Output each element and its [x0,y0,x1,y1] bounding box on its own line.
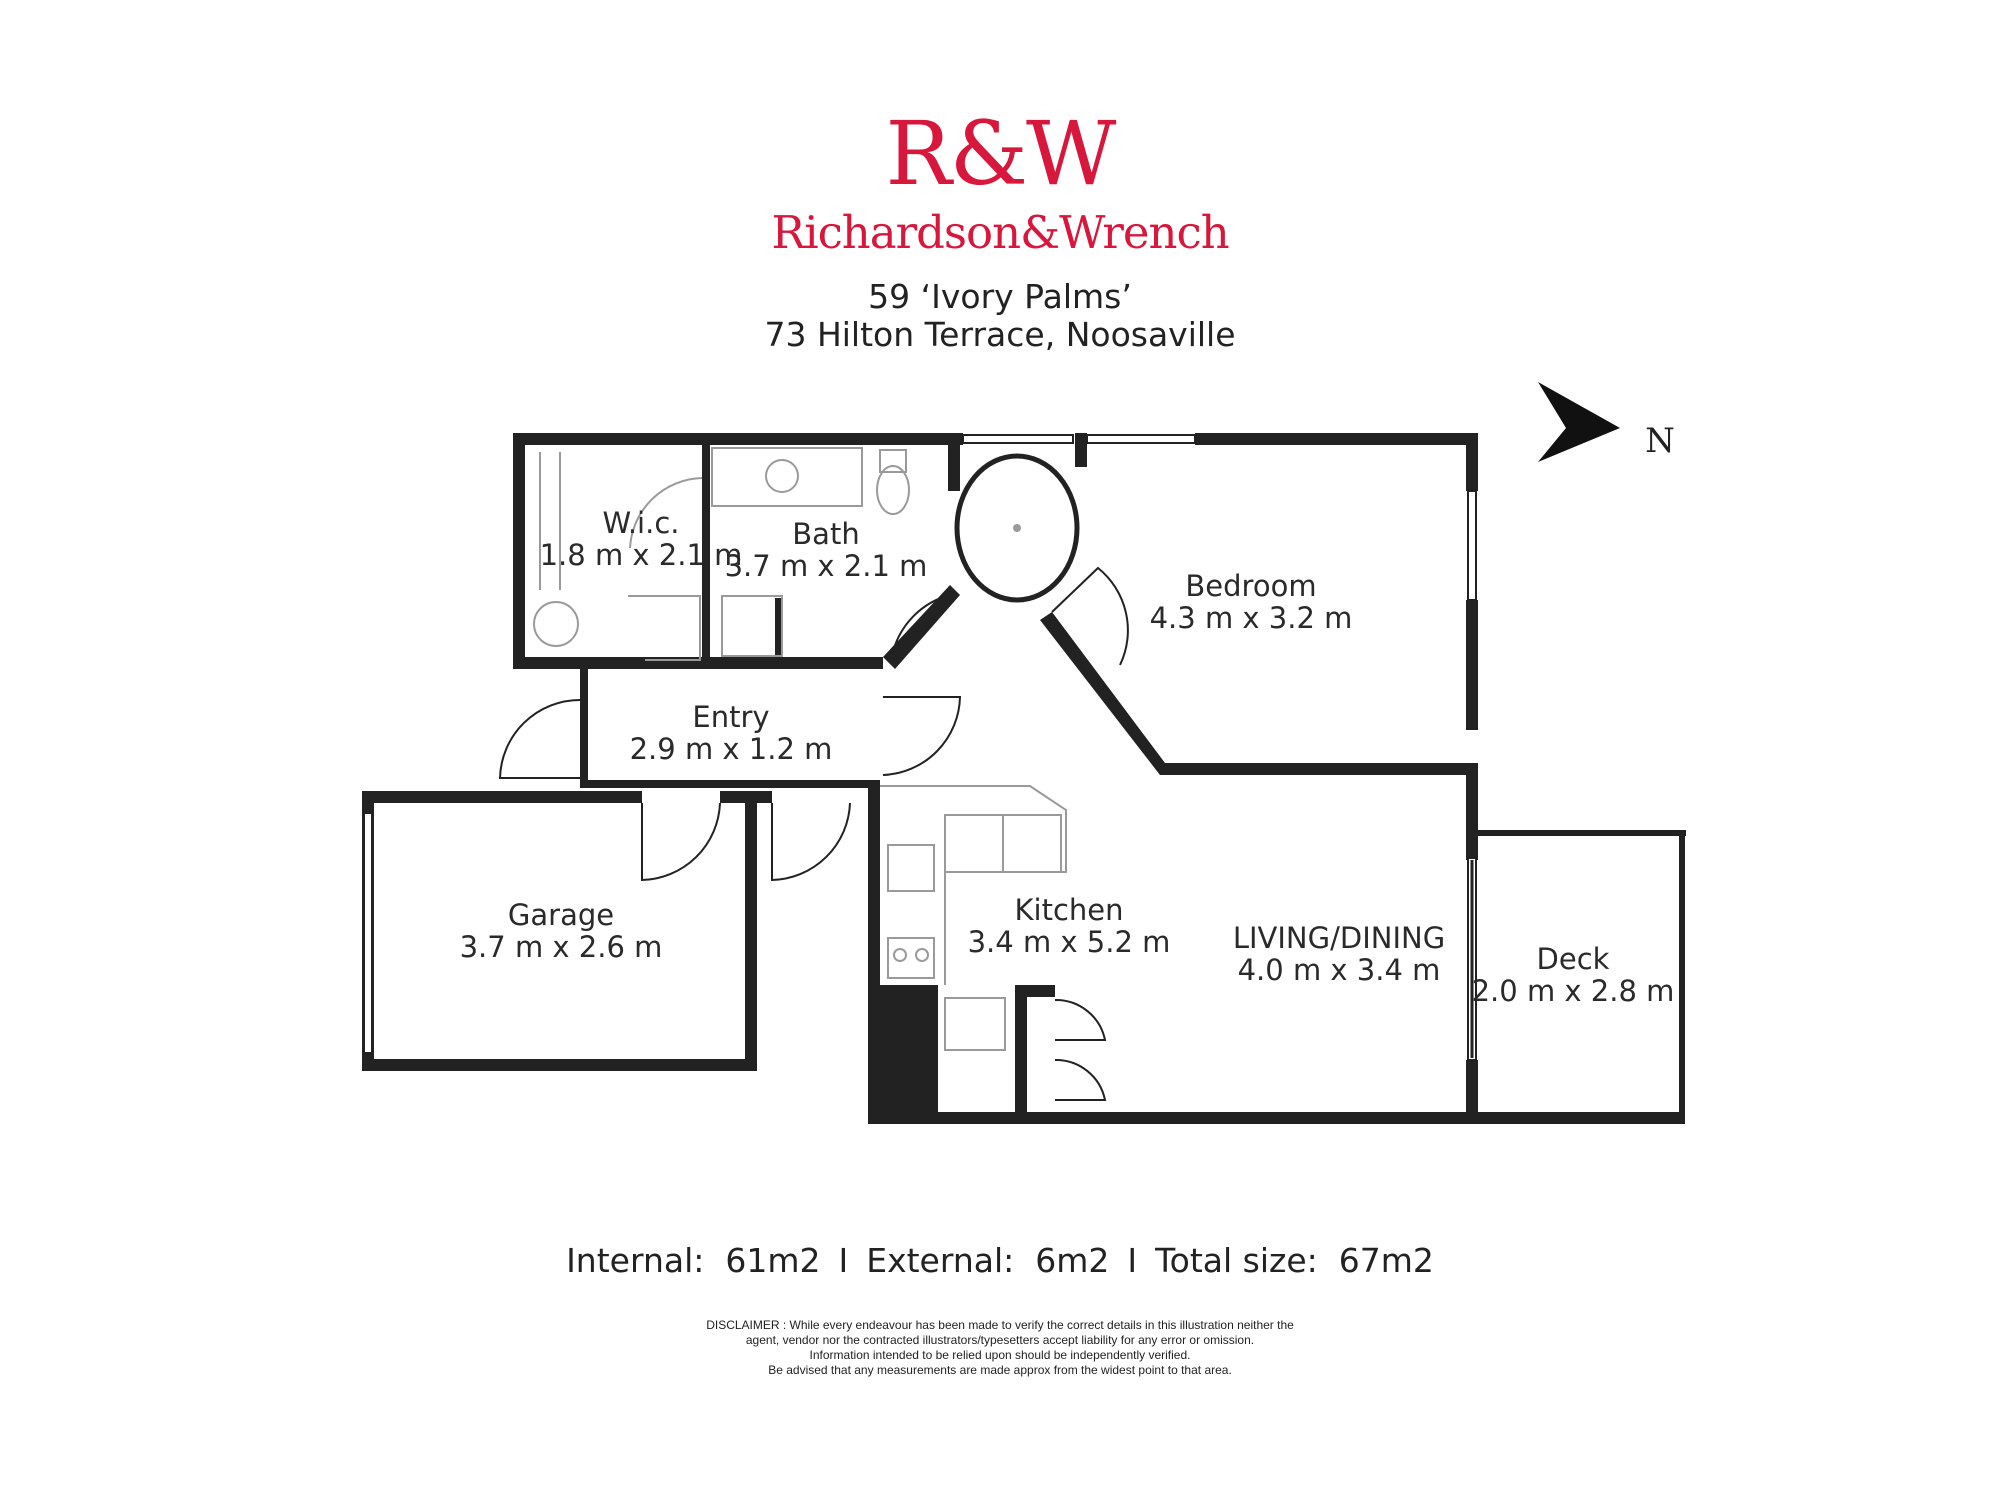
doors [498,566,1474,1101]
room-wic-dims: 1.8 m x 2.1 m [540,538,743,572]
room-kitchen-name: Kitchen [1015,893,1124,927]
brand-logo-name: Richardson&Wrench [771,206,1229,259]
room-bedroom-name: Bedroom [1185,569,1316,603]
disclaimer-line: DISCLAIMER : While every endeavour has b… [706,1318,1294,1332]
disclaimer: DISCLAIMER : While every endeavour has b… [0,1318,2000,1378]
room-garage-name: Garage [508,898,614,932]
walls [362,433,1686,1124]
room-deck-name: Deck [1537,942,1610,976]
room-bath-dims: 3.7 m x 2.1 m [725,549,928,583]
room-bedroom-dims: 4.3 m x 3.2 m [1150,601,1353,635]
disclaimer-line: Be advised that any measurements are mad… [768,1363,1232,1377]
room-garage-dims: 3.7 m x 2.6 m [460,930,663,964]
room-entry-dims: 2.9 m x 1.2 m [630,732,833,766]
summary-separator: I [838,1241,849,1280]
address-line-2: 73 Hilton Terrace, Noosaville [764,315,1236,354]
disclaimer-line: agent, vendor nor the contracted illustr… [745,1333,1255,1347]
north-arrow-icon [1538,382,1620,462]
room-kitchen-dims: 3.4 m x 5.2 m [968,925,1171,959]
room-deck-dims: 2.0 m x 2.8 m [1472,974,1675,1008]
internal-area: Internal: 61m2 [566,1241,821,1280]
brand-logo-mark: R&W [885,102,1116,205]
room-wic-name: W.i.c. [602,506,679,540]
summary-separator: I [1127,1241,1138,1280]
room-bath-name: Bath [792,517,859,551]
area-summary: Internal: 61m2 I External: 6m2 I Total size:… [0,1244,2000,1277]
room-living-dims: 4.0 m x 3.4 m [1238,953,1441,987]
total-area: Total size: 67m2 [1155,1241,1434,1280]
room-living-name: LIVING/DINING [1233,921,1445,955]
address-line-1: 59 ‘Ivory Palms’ [868,277,1132,316]
fixtures [533,447,1080,1051]
external-area: External: 6m2 [866,1241,1110,1280]
north-label: N [1645,421,1675,461]
disclaimer-line: Information intended to be relied upon s… [809,1348,1191,1362]
room-entry-name: Entry [692,700,769,734]
